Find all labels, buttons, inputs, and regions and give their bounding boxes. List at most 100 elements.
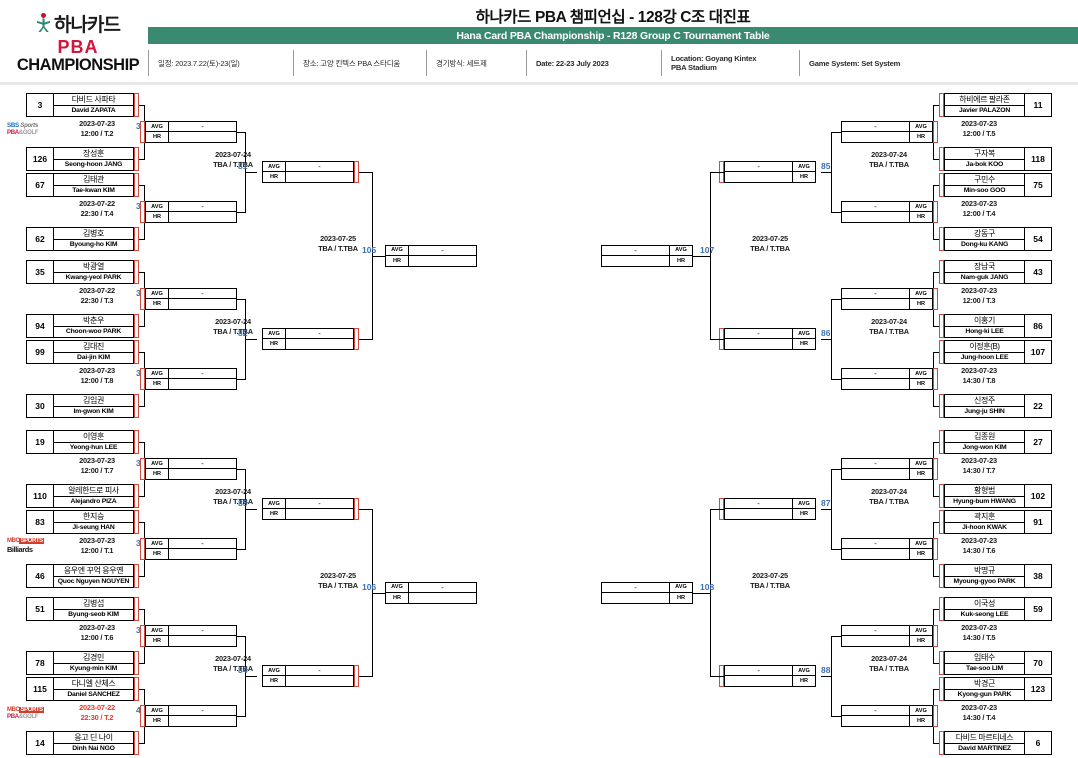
player-name-kr: 알레한드로 피사	[54, 485, 133, 497]
bracket-arm	[933, 288, 938, 310]
avg-label: AVG	[909, 288, 933, 299]
match-time: 12:00 / T.5	[962, 129, 996, 138]
match-time: TBA / T.TBA	[869, 160, 909, 169]
match-date: 2023-07-23	[79, 536, 115, 545]
bracket-stub	[939, 227, 944, 251]
match-number[interactable]: 85	[821, 161, 831, 171]
match-number[interactable]: 105	[362, 244, 377, 255]
match-date: 2023-07-22	[79, 199, 115, 208]
bracket-connector	[139, 239, 145, 240]
hr-value	[286, 339, 354, 350]
match-date: 2023-07-23	[79, 623, 115, 632]
avg-value: -	[169, 705, 237, 716]
bracket-connector	[237, 379, 246, 380]
bracket-connector	[139, 326, 145, 327]
player-seed: 43	[1024, 260, 1052, 284]
bracket-connector	[831, 636, 832, 716]
result-values: -	[409, 244, 477, 267]
match-date: 2023-07-22	[79, 703, 115, 712]
bracket-connector	[372, 592, 385, 594]
avg-label: AVG	[909, 458, 933, 469]
player-name-en: Dinh Nai NGO	[72, 745, 115, 753]
avg-label: AVG	[145, 368, 169, 379]
hr-value	[841, 299, 909, 310]
sbs-sports-logo-icon: SBS Sports	[7, 122, 39, 129]
bracket-arm	[933, 368, 938, 390]
match-number[interactable]: 87	[821, 498, 831, 508]
player-seed: 59	[1024, 597, 1052, 621]
info-schedule-kr: 일정: 2023.7.22(토)-23(일)	[148, 50, 293, 76]
match-date: 2023-07-23	[961, 119, 997, 128]
player-name-kr: 이홍기	[945, 315, 1024, 327]
player-name-kr: 신정주	[945, 395, 1024, 407]
player-name-en: Hyung-bum HWANG	[953, 498, 1016, 506]
match-number[interactable]: 88	[821, 665, 831, 675]
bracket-stub	[134, 677, 139, 701]
avg-value: -	[169, 121, 237, 132]
player-name-kr: 다비드 마르티네스	[945, 732, 1024, 744]
match-time: TBA / T.TBA	[869, 497, 909, 506]
bracket-connector	[693, 255, 710, 257]
avg-label: AVG	[145, 201, 169, 212]
player-name-en: Kuk-seong LEE	[960, 611, 1009, 619]
bracket-stub	[939, 677, 944, 701]
match-date: 2023-07-23	[961, 456, 997, 465]
bracket-stub	[134, 147, 139, 171]
match-number[interactable]: 108	[700, 581, 715, 592]
hr-value	[286, 509, 354, 520]
avg-label: AVG	[385, 244, 409, 256]
bracket-connector	[139, 159, 145, 160]
match-time: 12:00 / T.7	[80, 466, 114, 475]
info-system-kr: 경기방식: 세트제	[426, 50, 526, 76]
match-number[interactable]: 83	[238, 498, 248, 508]
player-name-en: Byoung-ho KIM	[69, 241, 118, 249]
player-name-en: Kwang-yeol PARK	[65, 274, 122, 282]
match-date: 2023-07-24	[871, 487, 907, 496]
player-seed: 123	[1024, 677, 1052, 701]
bracket-connector	[693, 592, 710, 594]
page-title-kr: 하나카드 PBA 챔피언십 - 128강 C조 대진표	[475, 9, 751, 26]
match-number[interactable]: 107	[700, 244, 715, 255]
match-time: 14:30 / T.4	[962, 713, 996, 722]
hr-value	[841, 636, 909, 647]
bracket-connector	[933, 663, 939, 664]
player-name-en: Jong-won KIM	[962, 444, 1007, 452]
match-number[interactable]: 106	[362, 581, 377, 592]
avg-value: -	[841, 368, 909, 379]
hr-value	[724, 676, 792, 687]
player-name-en: Dong-ku KANG	[960, 241, 1009, 249]
bracket-connector	[139, 442, 145, 443]
player-name-kr: 한지승	[54, 511, 133, 523]
bracket-connector	[933, 159, 939, 160]
match-date: 2023-07-23	[961, 199, 997, 208]
player-seed: 107	[1024, 340, 1052, 364]
mbc-sports-logo-icon: MBCSPORTS	[7, 538, 44, 544]
player-seed: 86	[1024, 314, 1052, 338]
player-name-en: Alejandro PIZA	[70, 498, 117, 506]
bracket-connector	[710, 509, 711, 676]
match-number[interactable]: 82	[238, 328, 248, 338]
match-number[interactable]: 86	[821, 328, 831, 338]
match-number[interactable]: 81	[238, 161, 248, 171]
bracket-connector	[139, 496, 145, 497]
match-number[interactable]: 84	[238, 665, 248, 675]
player-name-kr: 김종원	[945, 431, 1024, 443]
match-date: 2023-07-23	[961, 286, 997, 295]
